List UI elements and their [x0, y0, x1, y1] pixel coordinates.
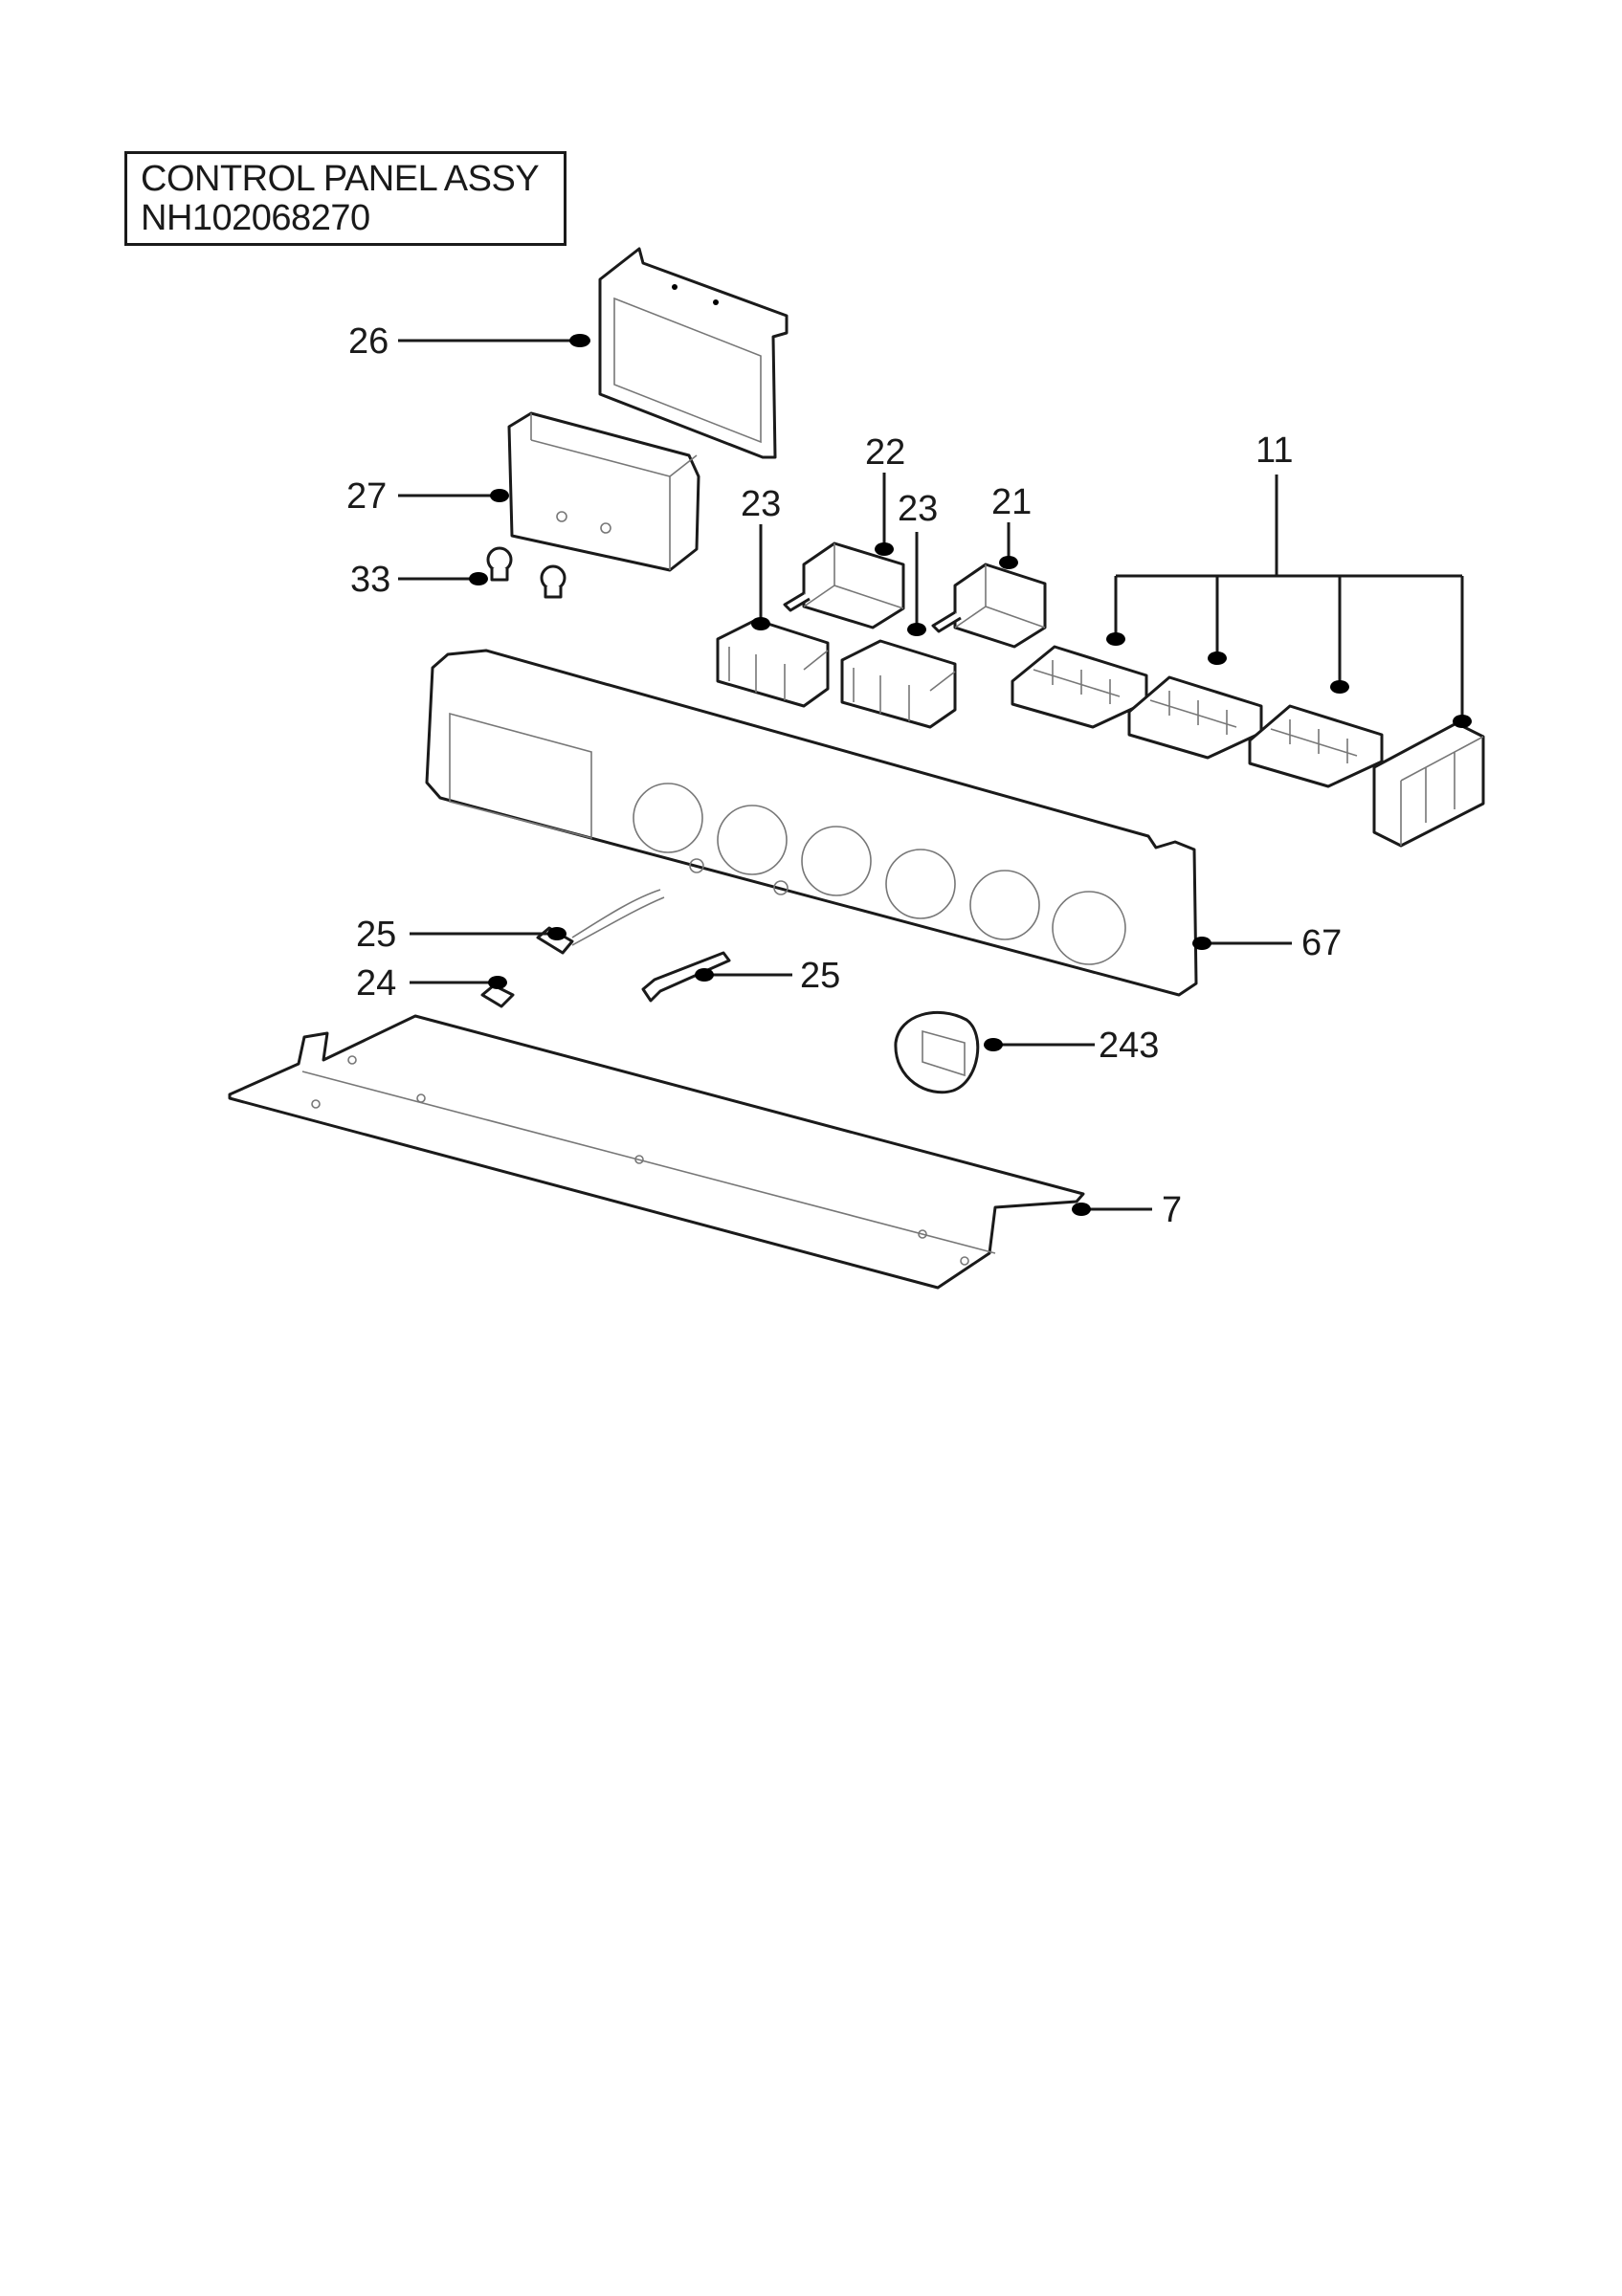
part-26-bracket [598, 247, 789, 459]
callout-22: 22 [865, 432, 905, 473]
part-243-control-knob [894, 1011, 980, 1094]
leader-27 [398, 489, 509, 502]
part-24-lamp-holder [480, 983, 515, 1008]
callout-25-lower: 25 [800, 956, 840, 996]
callout-24: 24 [356, 963, 396, 1004]
leader-26 [398, 334, 590, 347]
leader-22 [875, 473, 894, 556]
part-25-neon-lamp-wired [536, 889, 665, 955]
leader-33 [398, 572, 488, 585]
callout-25-upper: 25 [356, 915, 396, 955]
callout-23-left: 23 [741, 484, 781, 524]
leader-21 [999, 522, 1018, 569]
part-7-mounting-plate [228, 1014, 1085, 1290]
part-21-switch [931, 563, 1047, 649]
part-11-rotary-switch-2 [1127, 675, 1263, 760]
callout-11: 11 [1255, 430, 1293, 471]
callout-243: 243 [1099, 1026, 1159, 1066]
leader-24 [410, 976, 507, 989]
leader-243 [984, 1038, 1095, 1051]
leader-23-right [907, 532, 926, 636]
part-67-control-panel [425, 649, 1198, 997]
part-27-timer-module [507, 411, 700, 572]
title-box: CONTROL PANEL ASSY NH102068270 [124, 151, 567, 246]
part-25-neon-lamp [641, 951, 731, 1003]
callout-33: 33 [350, 560, 390, 600]
callout-23-right: 23 [898, 489, 938, 529]
callout-7: 7 [1162, 1190, 1182, 1230]
leader-23-left [751, 524, 770, 630]
part-33-screws [486, 546, 567, 599]
leader-67 [1192, 937, 1292, 950]
callout-26: 26 [348, 321, 389, 362]
part-11-rotary-switch-1 [1011, 645, 1148, 729]
leader-7 [1072, 1203, 1152, 1216]
assembly-part-number: NH102068270 [141, 198, 370, 238]
assembly-title: CONTROL PANEL ASSY [141, 159, 540, 199]
callout-21: 21 [991, 482, 1032, 522]
part-11-rotary-switch-3 [1248, 704, 1384, 788]
leader-25-lower [695, 968, 792, 982]
leader-25-upper [410, 927, 567, 940]
part-23-switch-right [840, 639, 957, 729]
leader-11 [1106, 475, 1472, 728]
callout-67: 67 [1301, 923, 1342, 963]
part-11-rotary-switch-4 [1372, 721, 1485, 848]
part-22-switch [783, 541, 905, 629]
part-23-switch-left [716, 618, 830, 708]
callout-27: 27 [346, 476, 387, 517]
